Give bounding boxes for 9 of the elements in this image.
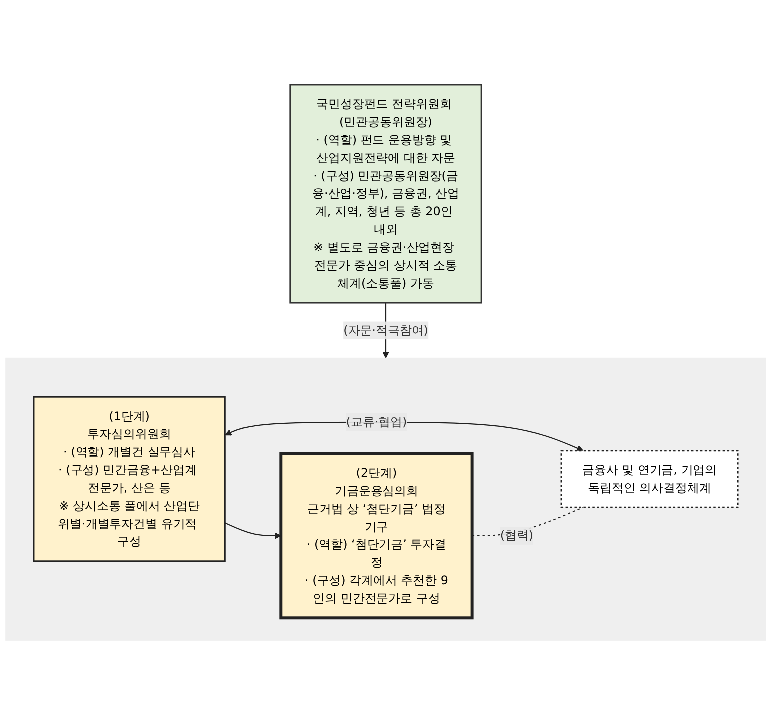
arrow [224, 522, 282, 540]
node-box: 국민성장펀드 전략위원회 (민관공동위원장) · (역할) 펀드 운용방향 및 산업지원전략에 대한 자문 · (구성) 민관공동위원장(금융·산업·정부), 금융권, 산업계, 지역, 청년 등 총 20인 내외 ※ 별도로 금융권·산업현장 전문가 중심의 상시적 소통체계(소통풀) 가동 [290, 84, 482, 304]
node-box: 금융사 및 연기금, 기업의 독립적인 의사결정체계 [560, 450, 739, 509]
cluster [6, 358, 766, 642]
edge-label: (교류·협업) [346, 415, 408, 430]
node-box: (2단계) 기금운용심의회 근거법 상 ‘첨단기금’ 법정기구 · (역할) ‘첨단기금’ 투자결정 · (구성) 각계에서 추천한 9인의 민간전문가로 구성 [280, 452, 474, 620]
edge-label: (협력) [500, 528, 534, 543]
edge-label: (자문·적극참여) [344, 323, 428, 338]
node-box: (1단계) 투자심의위원회 · (역할) 개별건 실무심사 · (구성) 민간금융+산업계 전문가, 산은 등 ※ 상시소통 풀에서 산업단위별·개별투자건별 유기적 구성 [33, 396, 226, 562]
